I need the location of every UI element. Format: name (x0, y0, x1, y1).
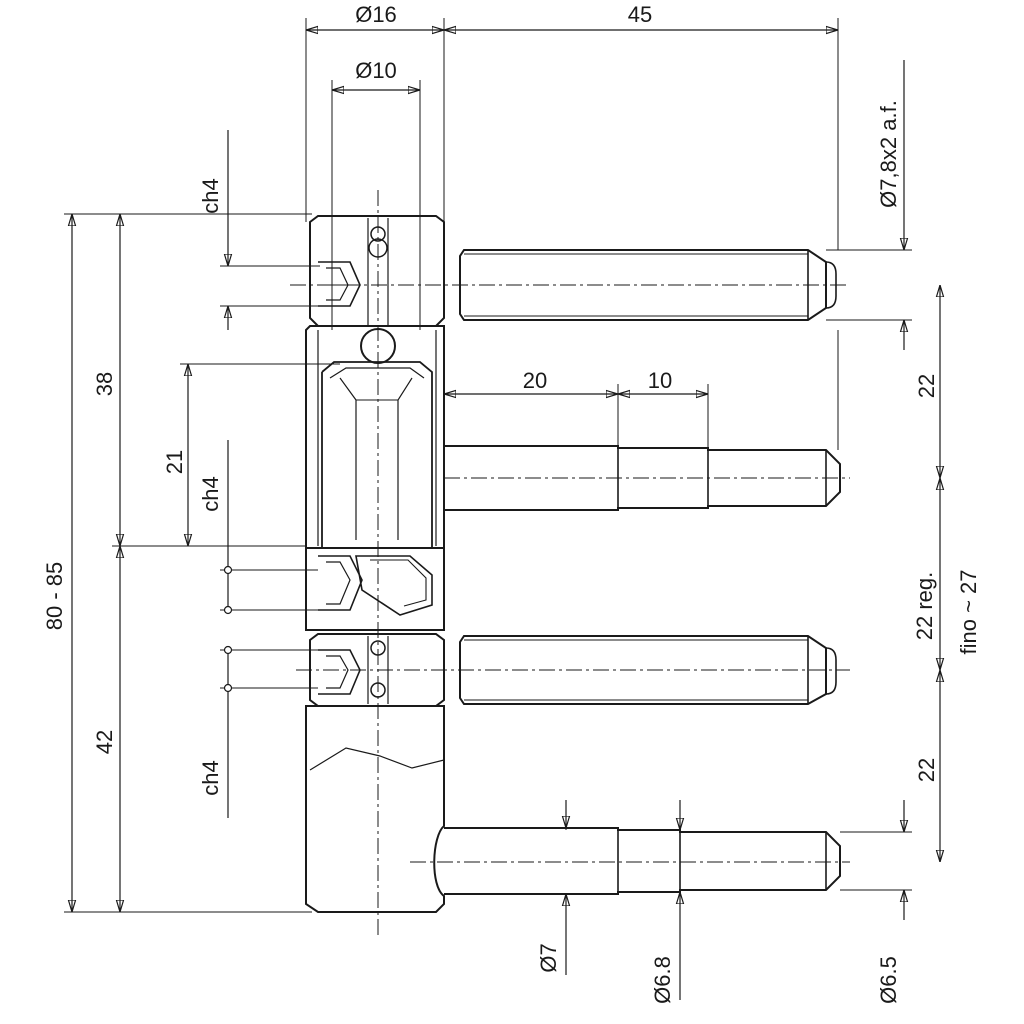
label-ch4-top: ch4 (198, 178, 223, 213)
label-h38: 38 (92, 372, 117, 396)
label-dia78: Ø7,8x2 a.f. (876, 100, 901, 208)
label-ch4-bottom: ch4 (198, 760, 223, 795)
label-pitch22-reg: 22 reg. (912, 572, 937, 641)
dimension-dots (223, 565, 233, 693)
label-dia68: Ø6.8 (650, 956, 675, 1004)
dimension-lines (72, 30, 940, 1000)
label-len10: 10 (648, 368, 672, 393)
label-total-height: 80 - 85 (42, 562, 67, 631)
label-len45: 45 (628, 2, 652, 27)
label-ch4-mid: ch4 (198, 476, 223, 511)
dimension-labels: Ø16 45 Ø10 20 10 80 - 85 38 42 21 ch4 ch… (42, 2, 981, 1004)
pin-4 (444, 827, 841, 895)
hinge-barrel (305, 215, 445, 913)
pin-3 (459, 635, 837, 705)
label-dia7: Ø7 (536, 943, 561, 972)
pin-1 (459, 249, 837, 321)
label-len20: 20 (523, 368, 547, 393)
label-fino27: fino ~ 27 (956, 569, 981, 654)
center-lines (290, 190, 850, 935)
label-h42: 42 (92, 730, 117, 754)
label-dia16: Ø16 (355, 2, 397, 27)
label-pitch22-b: 22 (914, 758, 939, 782)
label-dia65: Ø6.5 (876, 956, 901, 1004)
extension-lines (64, 18, 912, 913)
label-pitch22-a: 22 (914, 374, 939, 398)
label-h21: 21 (162, 450, 187, 474)
label-dia10: Ø10 (355, 58, 397, 83)
